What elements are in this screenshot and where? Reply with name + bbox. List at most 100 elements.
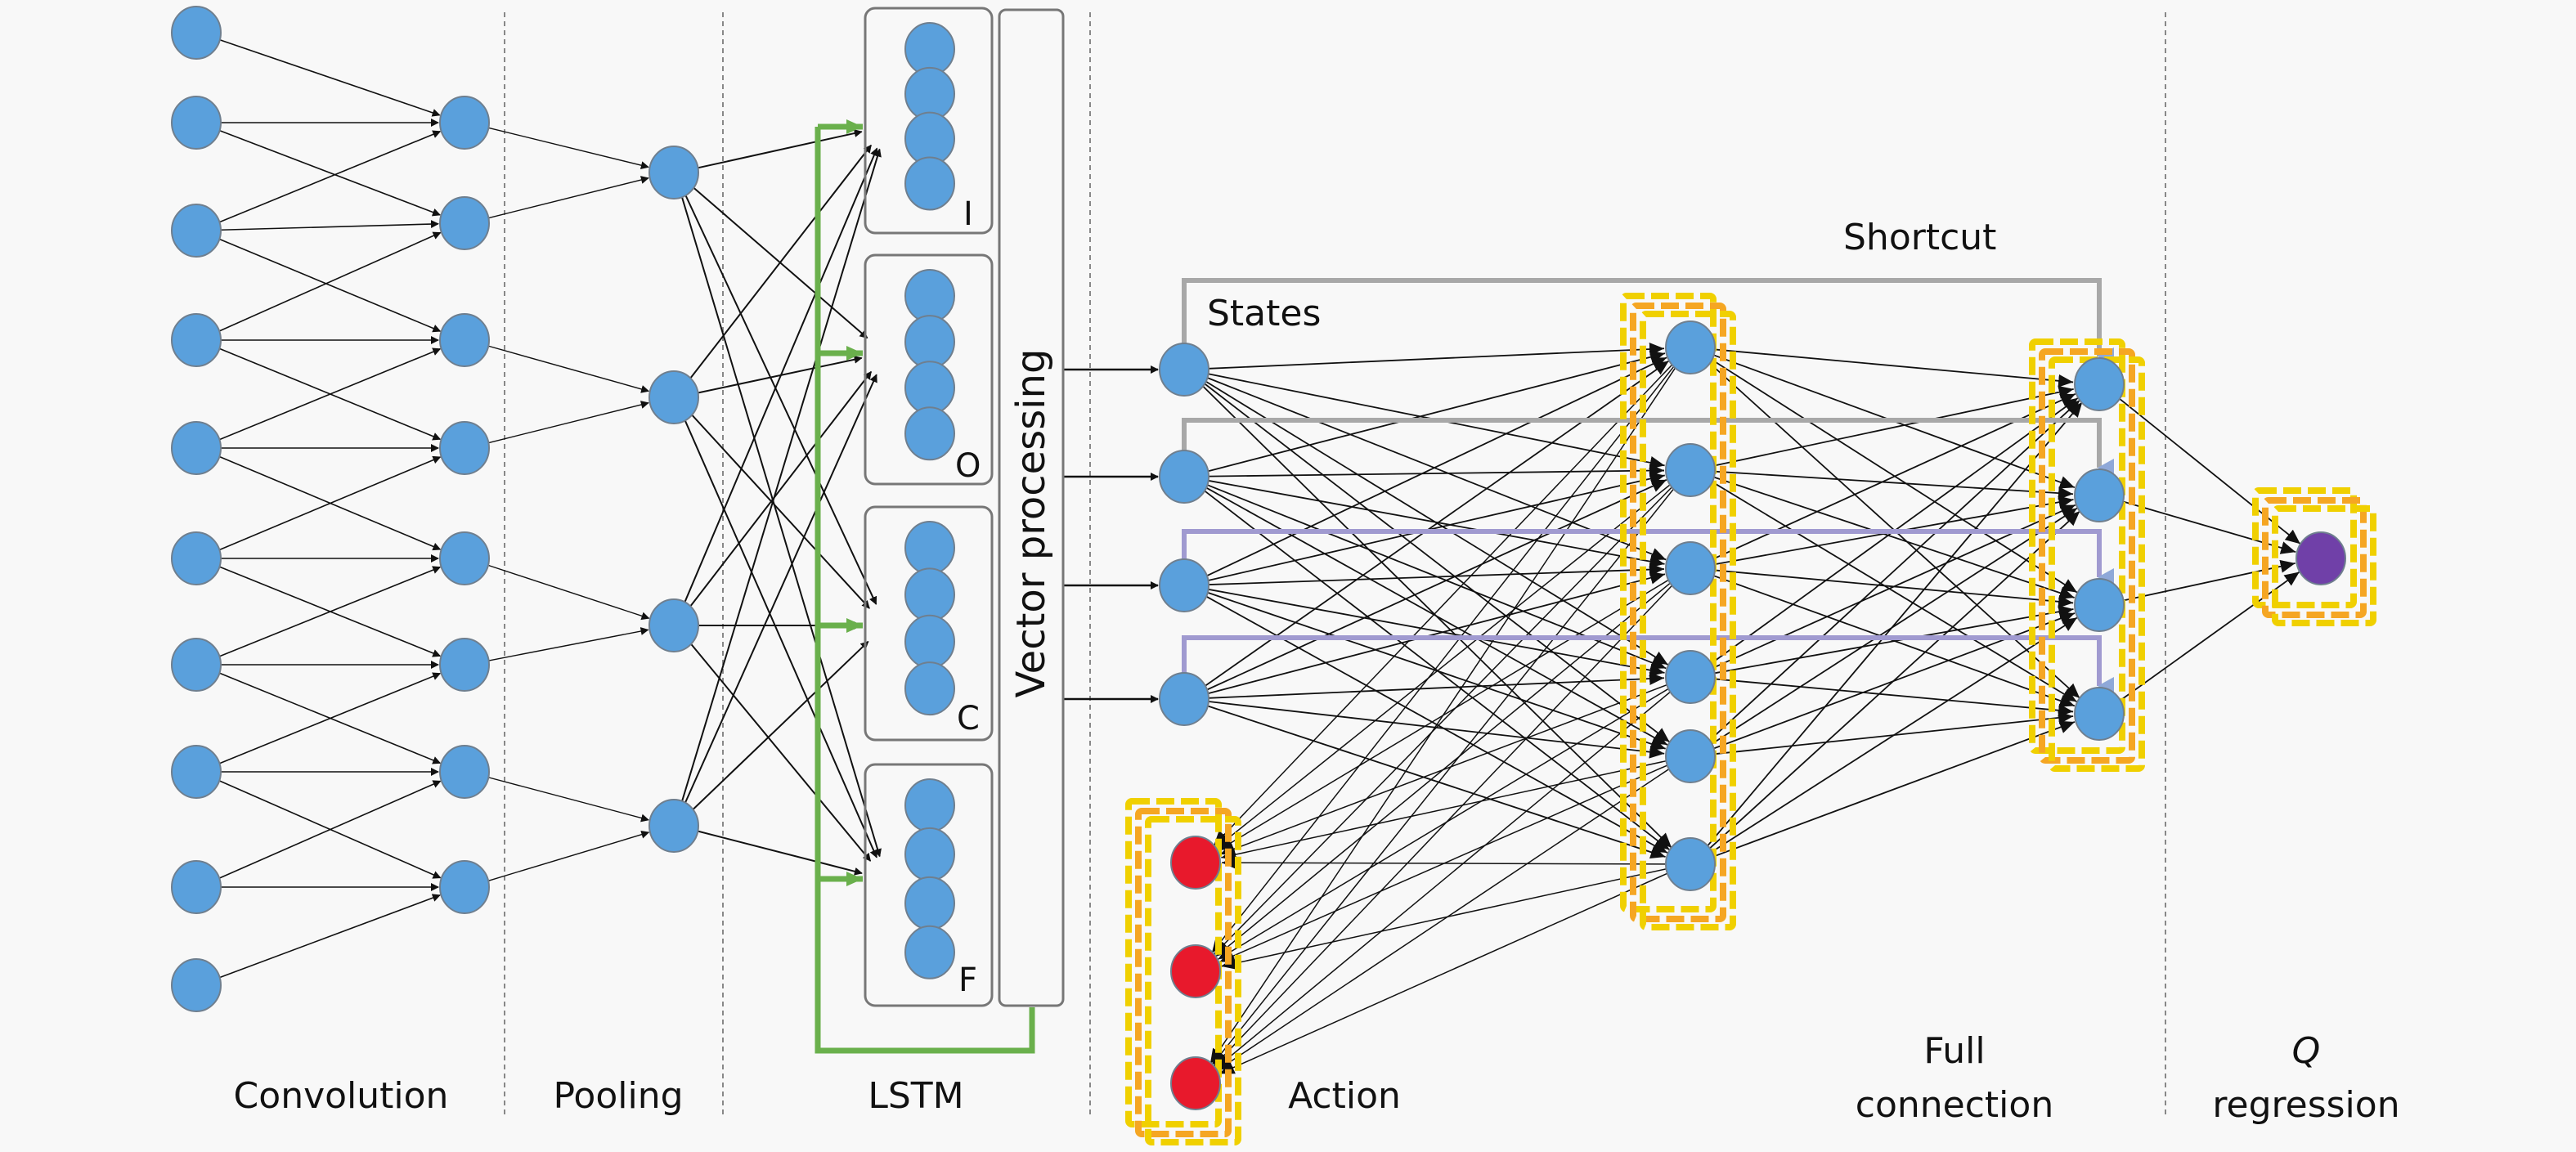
state-node (1159, 450, 1209, 504)
state-to-hidden-edge (1208, 588, 1665, 677)
lstm-node (904, 521, 955, 575)
shortcut-line (1182, 635, 2114, 695)
pool-to-lstm-edge (682, 147, 878, 606)
highlight-frame-layer (2252, 487, 2357, 608)
action-node (1170, 944, 1221, 998)
pool-node (648, 799, 699, 853)
conv-edge (220, 220, 440, 231)
conv-edge (218, 231, 442, 332)
state-to-hidden-edge (1208, 672, 1665, 699)
input-node (171, 204, 222, 258)
fc-node (2074, 578, 2125, 632)
hidden-to-action-edge (1218, 872, 1668, 1075)
stage-label-convolution: Convolution (234, 1075, 449, 1117)
stage-label-q-line2: regression (2212, 1084, 2399, 1126)
hidden-to-action-edge (1221, 867, 1667, 970)
hidden-to-fc-edge (1705, 401, 2083, 849)
input-node (171, 313, 222, 367)
lstm-recurrent-loop (815, 127, 1035, 1054)
hidden-to-action-edge (1211, 486, 1676, 1066)
pool-to-lstm-edge (683, 374, 877, 806)
state-to-hidden-edge (1205, 479, 1667, 691)
pool-to-lstm-edge (683, 417, 878, 858)
lstm-gate-box-i (864, 7, 994, 235)
state-to-hidden-edge (1204, 360, 1670, 688)
hidden-to-fc-edge (1714, 605, 2074, 675)
shortcut-label: Shortcut (1843, 217, 1996, 258)
action-node (1170, 1056, 1221, 1110)
state-node (1159, 672, 1209, 726)
conv-edge (218, 238, 442, 333)
pool-to-lstm-edge (691, 640, 869, 812)
q-highlight-box (2252, 487, 2376, 626)
network-edges (218, 38, 2301, 1075)
hidden-to-action-edge (1221, 760, 1667, 861)
conv-edge (218, 455, 442, 551)
lstm-gate-box-o (864, 253, 994, 486)
pool-to-lstm-edge (680, 148, 882, 805)
lstm-gate-label-f: F (958, 961, 977, 999)
pool-to-lstm-edge (697, 830, 863, 876)
state-to-hidden-edge (1207, 350, 1666, 473)
conv-edge (218, 347, 442, 441)
pool-edge (487, 777, 649, 823)
input-node (171, 531, 222, 585)
hidden-to-fc-edge (1714, 678, 2074, 717)
hidden-to-fc-edge (1710, 616, 2078, 854)
input-node (171, 6, 222, 60)
hidden-to-fc-edge (1708, 510, 2080, 850)
stage-label-full-line1: Full (1923, 1030, 1985, 1072)
highlight-frame-layer (1640, 311, 1736, 930)
conv-edge (218, 780, 442, 880)
lstm-node (904, 614, 955, 669)
pool-edge (487, 345, 650, 393)
pool-node (648, 146, 699, 199)
hidden-to-action-edge (1213, 583, 1674, 1067)
hidden-to-action-edge (1215, 690, 1672, 1069)
hidden-to-fc-edge (1710, 507, 2078, 746)
highlight-frame-layer (1135, 808, 1232, 1137)
pool-to-lstm-edge (689, 413, 870, 609)
pool-node (648, 370, 699, 424)
hidden-to-fc-edge (1714, 470, 2074, 500)
lstm-node (904, 361, 955, 415)
fc-to-q-edge (2123, 559, 2296, 602)
hidden-to-action-edge (1213, 362, 1674, 846)
lstm-node (904, 156, 955, 211)
pool-edge (487, 401, 649, 444)
lstm-gate-box-c (864, 505, 994, 742)
state-to-hidden-edge (1207, 591, 1666, 751)
conv-edge (219, 38, 441, 117)
highlight-frame-layer (1620, 293, 1717, 912)
input-node (171, 421, 222, 475)
lstm-node (904, 406, 955, 461)
conv-edge (218, 129, 441, 217)
state-to-hidden-edge (1208, 343, 1665, 370)
highlight-frame-layer (2029, 338, 2125, 754)
lstm-node (904, 315, 955, 370)
pool-node (648, 598, 699, 652)
stage-label-q-line1: Q (2292, 1030, 2321, 1072)
highlight-frame-layer (2272, 505, 2376, 626)
conv-node (439, 421, 490, 475)
fc-node (2074, 468, 2125, 522)
lstm-gate-label-c: C (957, 700, 980, 737)
states-label: States (1207, 293, 1321, 334)
conv-node (439, 638, 490, 692)
lstm-node (904, 778, 955, 832)
action-node (1170, 836, 1221, 890)
vector-processing-box (998, 8, 1065, 1007)
stage-dividers (504, 12, 2166, 1116)
hidden-to-action-edge (1221, 856, 1667, 870)
hidden-node (1665, 541, 1716, 595)
fc-node (2074, 687, 2125, 741)
state-node (1159, 343, 1209, 397)
lstm-node (904, 876, 955, 930)
hidden-to-action-edge (1211, 364, 1676, 953)
pool-edge (488, 127, 649, 170)
stage-label-action: Action (1288, 1075, 1401, 1117)
conv-node (439, 531, 490, 585)
state-to-hidden-edge (1208, 472, 1666, 581)
input-node (171, 860, 222, 914)
